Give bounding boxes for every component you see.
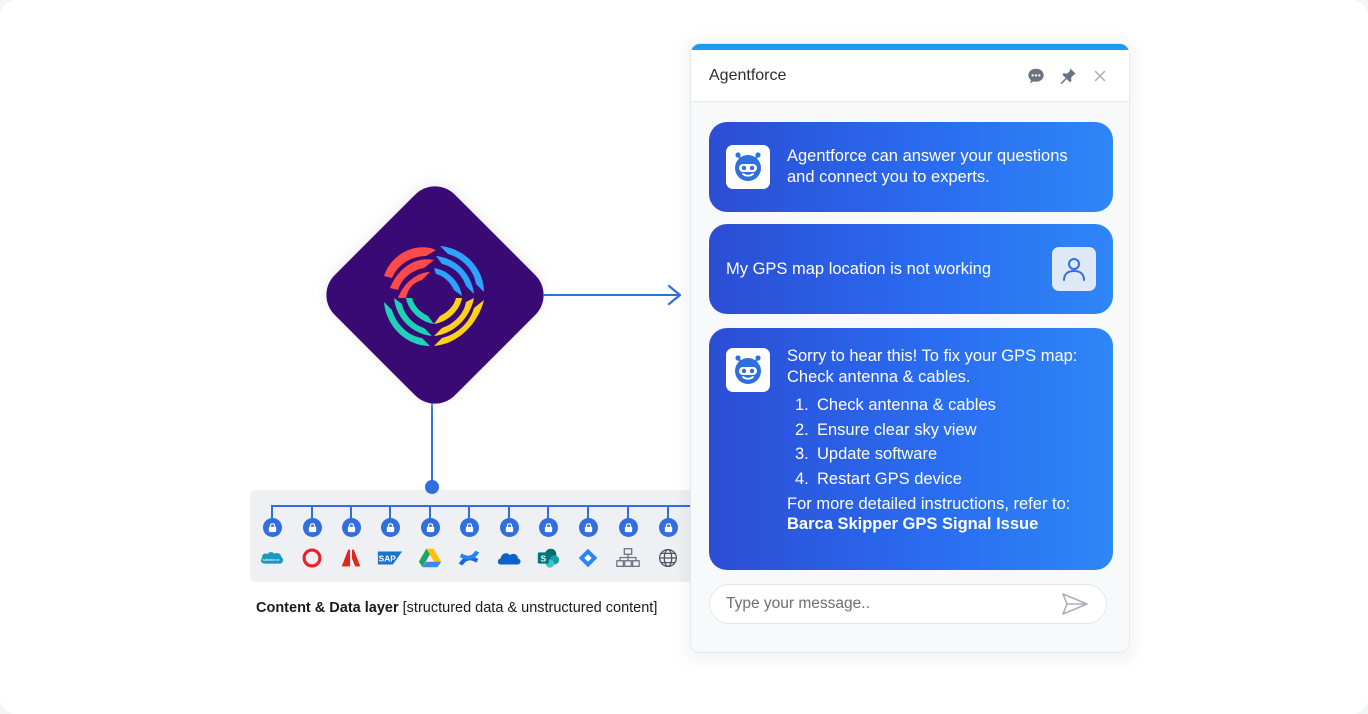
list-item: 3. Update software bbox=[795, 444, 996, 469]
chat-bubble-icon[interactable] bbox=[1025, 65, 1047, 87]
content-layer-caption: Content & Data layer [structured data & … bbox=[256, 600, 657, 616]
step-text: Restart GPS device bbox=[817, 470, 962, 489]
user-message: My GPS map location is not working bbox=[709, 224, 1113, 314]
steps-list: 1. Check antenna & cables 2. Ensure clear … bbox=[795, 395, 996, 494]
bot-message-outro: For more detailed instructions, refer to… bbox=[787, 495, 1071, 513]
user-message-text: My GPS map location is not working bbox=[726, 260, 992, 278]
salesforce-icon: salesforce bbox=[258, 546, 286, 570]
chat-header: Agentforce bbox=[691, 50, 1129, 102]
list-item: 1. Check antenna & cables bbox=[795, 395, 996, 420]
lock-icon bbox=[538, 518, 558, 537]
message-input[interactable] bbox=[726, 595, 1060, 613]
message-input-container bbox=[709, 584, 1107, 624]
onedrive-icon bbox=[495, 546, 523, 570]
message-line: Sorry to hear this! To fix your GPS map: bbox=[787, 347, 1078, 365]
jira-icon bbox=[574, 546, 602, 570]
lock-connector bbox=[627, 505, 629, 519]
opentext-icon bbox=[298, 546, 326, 570]
bot-message-text: Agentforce can answer your questions and… bbox=[787, 146, 1097, 188]
chat-topbar bbox=[691, 44, 1129, 50]
svg-text:salesforce: salesforce bbox=[263, 558, 280, 562]
lock-connector bbox=[547, 505, 549, 519]
lock-connector bbox=[311, 505, 313, 519]
connector-node bbox=[425, 480, 439, 494]
step-text: Update software bbox=[817, 445, 938, 464]
lock-connector bbox=[468, 505, 470, 519]
step-text: Check antenna & cables bbox=[817, 396, 996, 414]
caption-rest: [structured data & unstructured content] bbox=[398, 600, 658, 616]
lock-icon bbox=[262, 518, 282, 537]
caption-bold: Content & Data layer bbox=[256, 600, 399, 616]
lock-icon bbox=[420, 518, 440, 537]
lock-connector bbox=[587, 505, 589, 519]
lock-connector bbox=[667, 505, 669, 519]
list-item: 4. Restart GPS device bbox=[795, 469, 996, 494]
arrow-right-icon bbox=[543, 284, 682, 306]
lock-connector bbox=[350, 505, 352, 519]
step-number: 1. bbox=[795, 396, 809, 414]
step-number: 3. bbox=[795, 445, 809, 464]
lock-icon bbox=[302, 518, 322, 537]
confluence-icon bbox=[455, 546, 483, 570]
send-icon[interactable] bbox=[1060, 591, 1090, 617]
bot-message: Agentforce can answer your questions and… bbox=[709, 122, 1113, 212]
chat-window: Agentforce Agentforce can answer your qu… bbox=[690, 43, 1130, 653]
bot-avatar-icon bbox=[726, 348, 770, 392]
message-line: Check antenna & cables. bbox=[787, 368, 971, 386]
step-number: 2. bbox=[795, 420, 809, 439]
lock-icon bbox=[380, 518, 400, 537]
bot-avatar-icon bbox=[726, 145, 770, 189]
lock-icon bbox=[341, 518, 361, 537]
step-number: 4. bbox=[795, 470, 809, 489]
connector-bus-top bbox=[272, 505, 692, 507]
bot-message: Sorry to hear this! To fix your GPS map:… bbox=[709, 328, 1113, 570]
lock-connector bbox=[508, 505, 510, 519]
message-line: Agentforce can answer your questions bbox=[787, 147, 1068, 165]
lock-connector bbox=[271, 505, 273, 519]
chat-title: Agentforce bbox=[709, 66, 787, 84]
message-line: and connect you to experts. bbox=[787, 168, 990, 186]
sitemap-icon bbox=[614, 546, 642, 570]
article-link[interactable]: Barca Skipper GPS Signal Issue bbox=[787, 515, 1039, 533]
globe-icon bbox=[654, 546, 682, 570]
bot-message-intro: Sorry to hear this! To fix your GPS map:… bbox=[787, 346, 1107, 388]
user-avatar-icon bbox=[1052, 247, 1096, 291]
google-drive-icon bbox=[416, 546, 444, 570]
lock-icon bbox=[499, 518, 519, 537]
lock-icon bbox=[578, 518, 598, 537]
svg-text:S: S bbox=[541, 554, 547, 564]
pin-icon[interactable] bbox=[1057, 65, 1079, 87]
lock-icon bbox=[658, 518, 678, 537]
lock-icon bbox=[459, 518, 479, 537]
sap-icon: SAP bbox=[376, 546, 404, 570]
svg-text:SAP: SAP bbox=[379, 554, 397, 564]
lock-icon bbox=[618, 518, 638, 537]
close-icon[interactable] bbox=[1089, 65, 1111, 87]
lock-connector bbox=[389, 505, 391, 519]
sharepoint-icon: S bbox=[534, 546, 562, 570]
list-item: 2. Ensure clear sky view bbox=[795, 420, 996, 445]
step-text: Ensure clear sky view bbox=[817, 420, 977, 439]
adobe-icon bbox=[337, 546, 365, 570]
connector-vertical bbox=[431, 380, 433, 484]
agentforce-logo-icon bbox=[384, 246, 484, 346]
lock-connector bbox=[429, 505, 431, 519]
